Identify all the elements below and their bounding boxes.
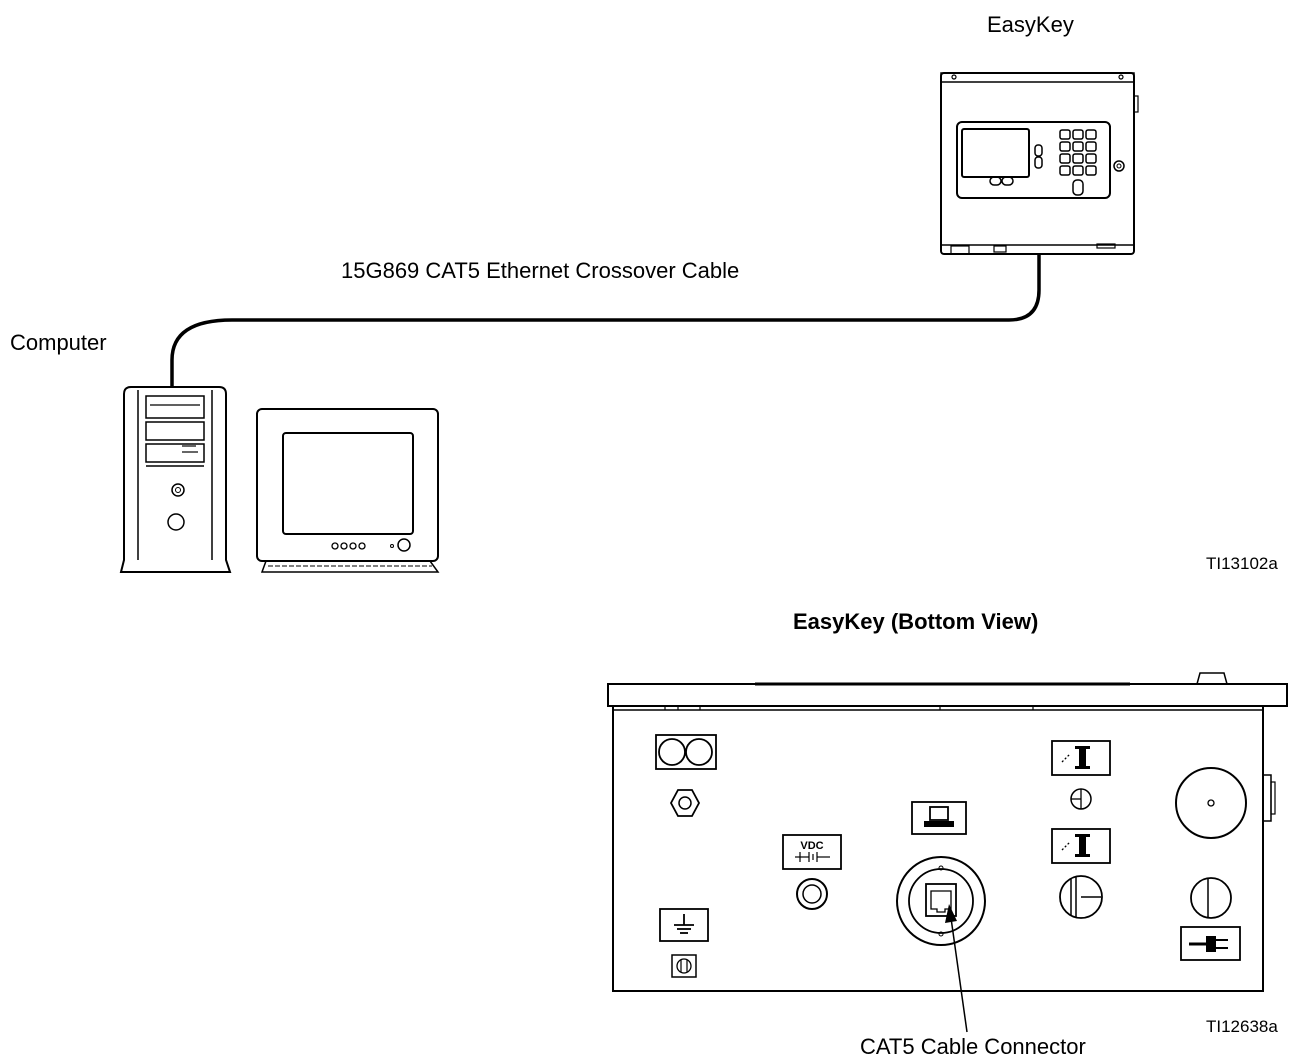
vdc-text: VDC xyxy=(800,840,823,852)
bottom-view-title: EasyKey (Bottom View) xyxy=(793,609,1039,634)
easykey-bottom-view xyxy=(607,672,1288,992)
dc-power-symbol-icon xyxy=(795,852,830,862)
easykey-front-icon xyxy=(940,72,1139,255)
crt-monitor-icon xyxy=(256,408,439,562)
computer-tower-icon xyxy=(119,386,232,573)
computer-network-icon xyxy=(924,806,954,827)
power-plug-icon xyxy=(1189,936,1228,952)
connector-callout-arrow xyxy=(945,904,968,1033)
hazardous-location-icon xyxy=(1061,746,1090,857)
keyboard-icon xyxy=(260,560,440,573)
ethernet-cable xyxy=(170,255,1041,387)
ground-symbol-icon xyxy=(674,914,694,934)
cable-label: 15G869 CAT5 Ethernet Crossover Cable xyxy=(341,258,740,283)
connector-callout-label: CAT5 Cable Connector xyxy=(860,1034,1086,1059)
computer-label: Computer xyxy=(10,330,107,355)
easykey-label: EasyKey xyxy=(987,12,1074,37)
figure-code-top: TI13102a xyxy=(1206,554,1278,573)
figure-code-bottom: TI12638a xyxy=(1206,1017,1278,1036)
